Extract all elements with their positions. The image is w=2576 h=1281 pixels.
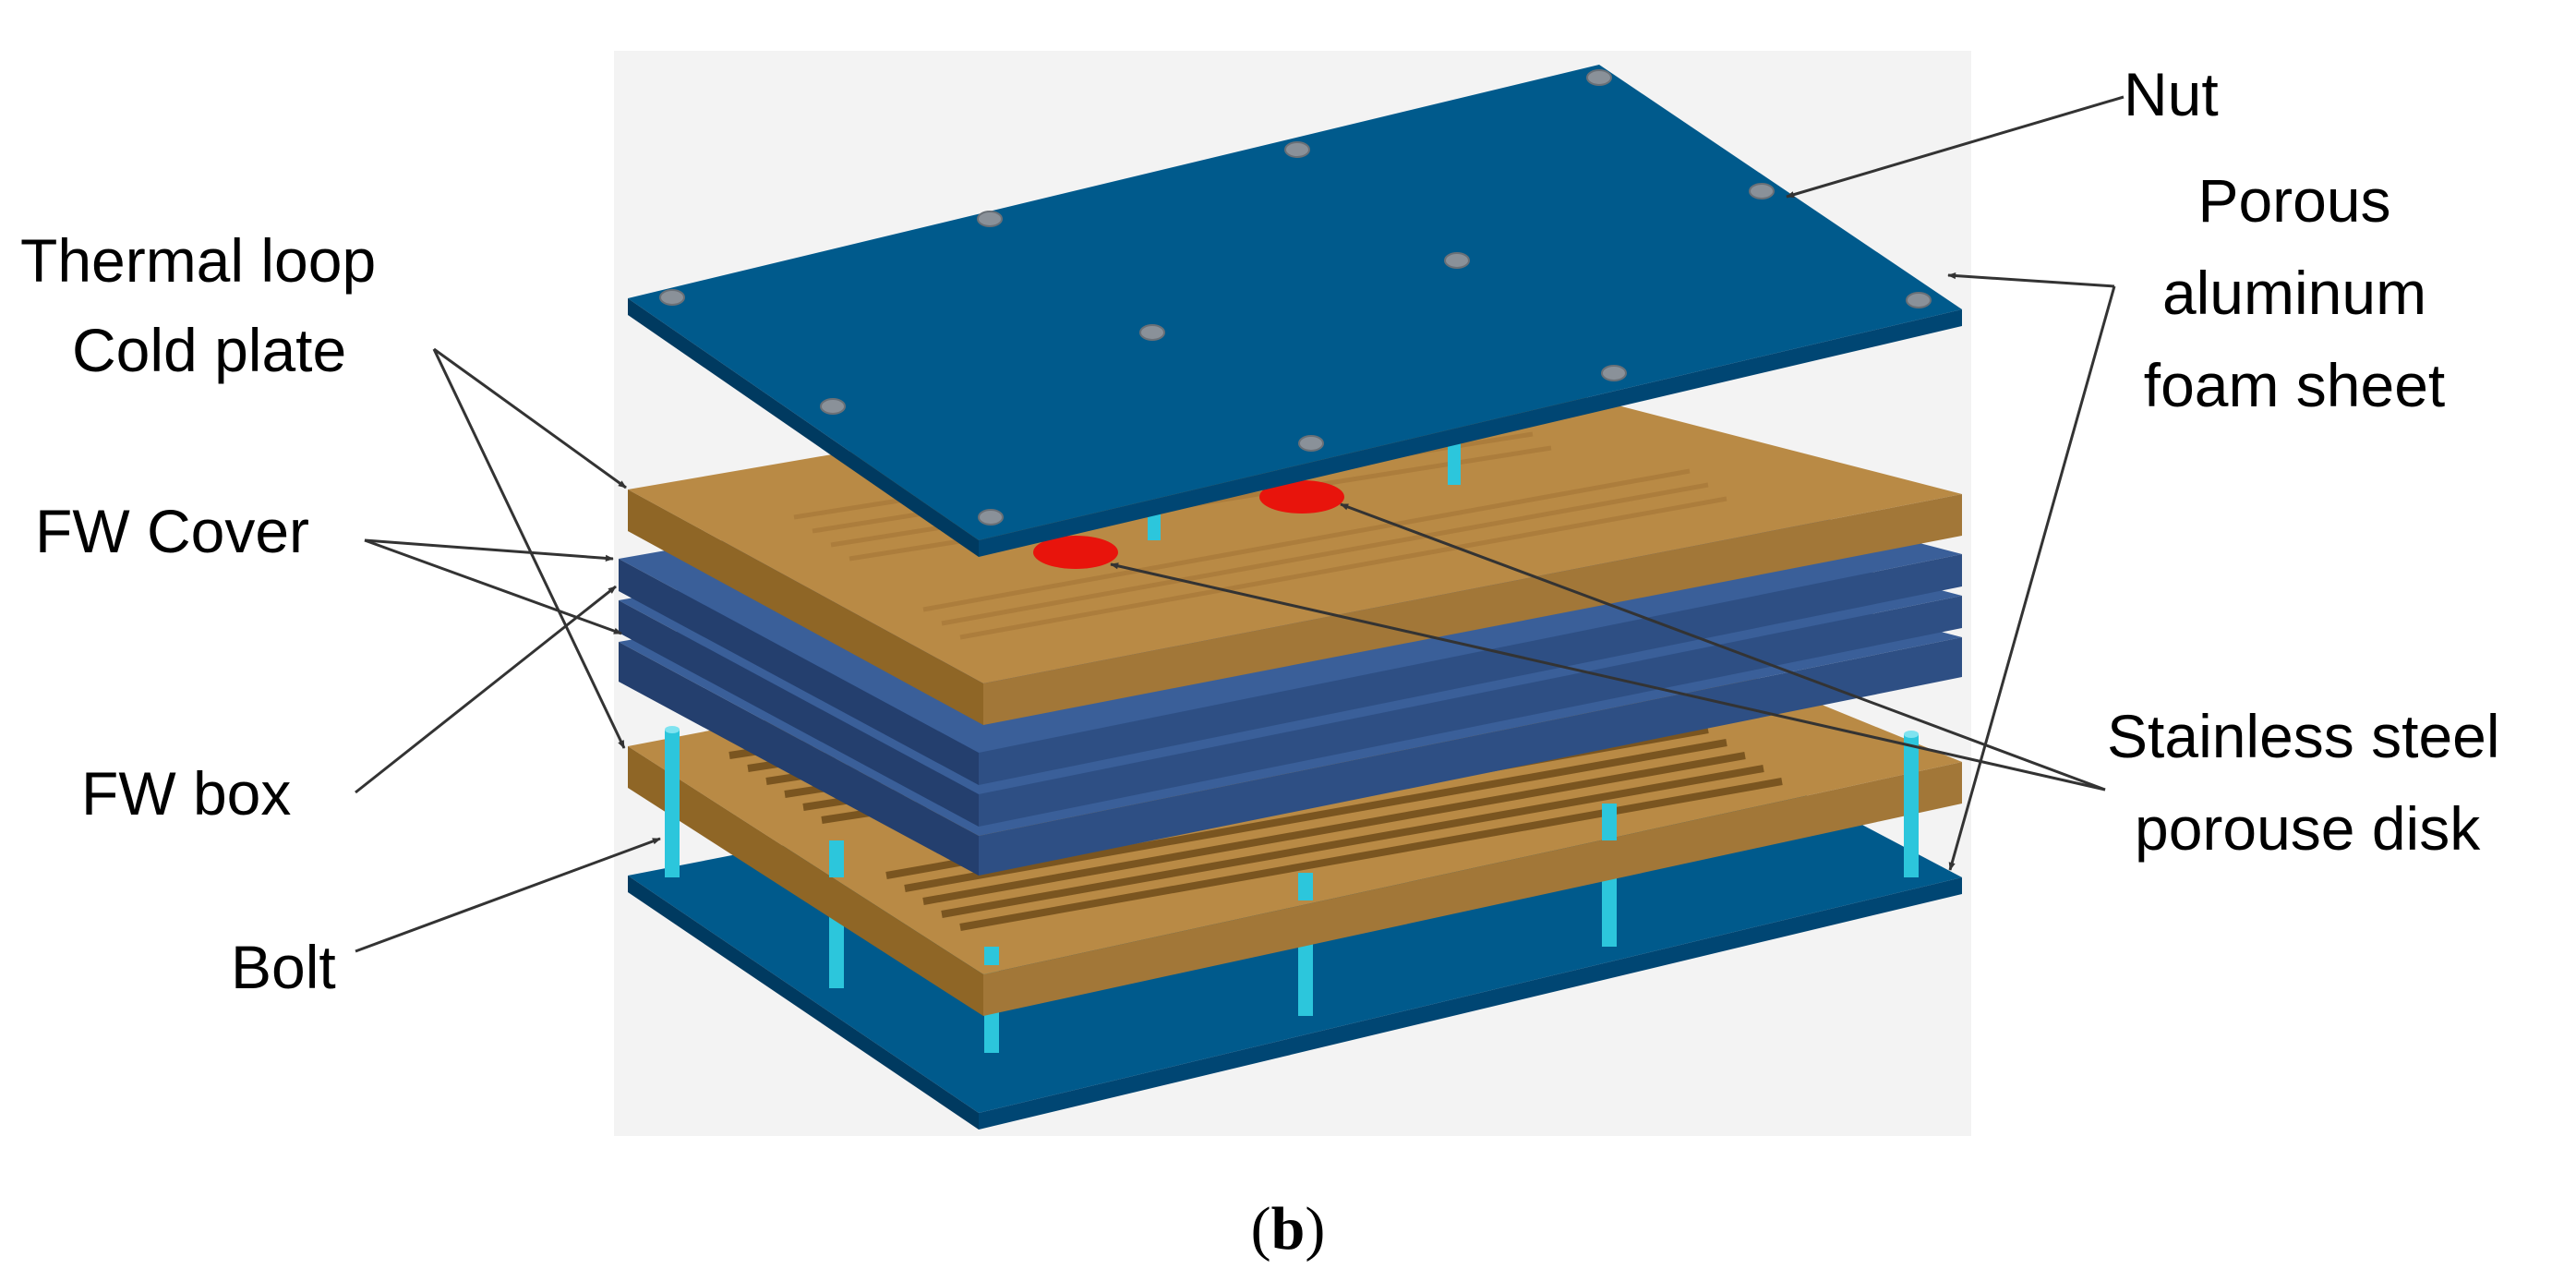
bolt <box>1298 873 1313 900</box>
leader-fw-box <box>355 585 617 794</box>
nut <box>1906 292 1932 308</box>
bolts <box>665 726 1919 965</box>
label-thermal-loop: Thermal loop <box>20 226 376 295</box>
leader-cold-plate-lower <box>432 348 626 749</box>
upper-bolt-tips <box>1148 443 1461 540</box>
nut <box>978 509 1004 526</box>
label-stainless-1: Stainless steel <box>2107 702 2500 770</box>
leader-nut <box>1786 95 2125 199</box>
leader-cold-plate-upper <box>433 347 627 489</box>
nuts <box>659 69 1932 526</box>
nut <box>977 211 1003 227</box>
leader-bolt <box>355 837 661 953</box>
label-porous-1: Porous <box>2197 166 2390 235</box>
leader-fw-cover-1 <box>364 538 614 562</box>
leader-disk-2 <box>1110 562 2106 792</box>
label-nut: Nut <box>2124 60 2219 128</box>
label-fw-cover: FW Cover <box>35 497 309 565</box>
nut <box>1586 69 1612 86</box>
disk <box>1259 480 1344 514</box>
label-porous-2: aluminum <box>2162 259 2426 327</box>
top-foam-sheet <box>628 65 1962 557</box>
nut <box>820 398 846 415</box>
label-porous-3: foam sheet <box>2144 351 2446 419</box>
caption-close: ) <box>1305 1195 1325 1263</box>
label-cold-plate: Cold plate <box>72 316 346 384</box>
label-fw-box: FW box <box>81 759 291 828</box>
leader-foam-bottom <box>1948 285 2116 871</box>
nut <box>1139 324 1165 341</box>
nut <box>1284 141 1310 158</box>
bolt <box>829 840 844 877</box>
leader-foam-top <box>1947 272 2115 288</box>
label-stainless-2: porouse disk <box>2135 794 2481 863</box>
disk <box>1033 536 1118 569</box>
bolt <box>1602 804 1617 840</box>
bolt <box>665 730 680 877</box>
leader-disk-1 <box>1340 502 2106 792</box>
bolt <box>1904 734 1919 877</box>
leader-lines <box>355 95 2125 953</box>
nut <box>1601 365 1627 381</box>
nut <box>1749 183 1775 199</box>
bolt <box>984 947 999 965</box>
figure-caption: (b) <box>1251 1195 1326 1263</box>
caption-letter: b <box>1271 1195 1306 1263</box>
leader-fw-cover-2 <box>364 538 622 635</box>
label-bolt: Bolt <box>231 933 336 1001</box>
stainless-steel-disks <box>1033 480 1344 569</box>
caption-open: ( <box>1251 1195 1271 1263</box>
nut <box>1444 252 1470 269</box>
nut <box>1298 435 1324 452</box>
nut <box>659 289 685 306</box>
